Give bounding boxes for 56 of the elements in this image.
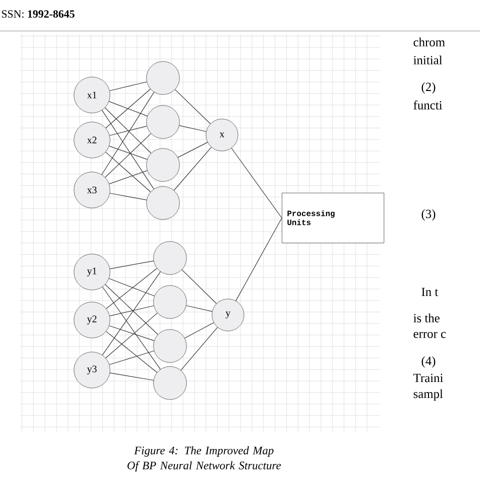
body-text: functi <box>414 100 442 110</box>
body-text: (3) <box>422 209 436 221</box>
connection-line <box>174 89 211 124</box>
connection-line <box>236 218 282 302</box>
body-text: initial <box>413 56 442 64</box>
neuron-circle <box>146 148 180 182</box>
processing-box: Processing Units <box>282 192 384 244</box>
connection-line <box>186 305 212 312</box>
body-text: error c <box>414 332 446 338</box>
neuron-circle <box>146 61 180 95</box>
connection-line <box>109 350 154 365</box>
connection-line <box>109 305 154 316</box>
connection-line <box>105 312 158 358</box>
connection-line <box>105 88 151 128</box>
connection-line <box>108 325 154 341</box>
connection-line <box>179 125 206 132</box>
connection-line <box>110 192 147 200</box>
body-text: chrom <box>414 38 445 46</box>
connection-line <box>108 170 148 184</box>
connection-line <box>180 327 218 371</box>
connection-line <box>182 269 217 304</box>
connection-line <box>101 92 154 175</box>
connection-line <box>104 284 158 335</box>
connection-line <box>102 110 154 190</box>
body-text: (2) <box>422 82 436 94</box>
connection-line <box>102 271 161 356</box>
connection-line <box>174 146 212 191</box>
body-text: (4) <box>422 356 436 368</box>
body-text: sampl <box>414 389 443 401</box>
connection-line <box>178 142 208 158</box>
neuron-circle <box>153 285 187 319</box>
figure-caption: Figure 4: The Improved Map Of BP Neural Network Structure <box>128 446 281 472</box>
connection-line <box>110 372 154 381</box>
connection-line <box>108 278 155 296</box>
connection-line <box>104 133 152 178</box>
header-text: SSN: 1992-8645 <box>2 10 74 18</box>
connection-line <box>102 286 161 370</box>
connection-line <box>108 101 148 116</box>
connection-line <box>109 126 148 136</box>
neuron-circle <box>153 366 187 400</box>
body-text: is the <box>413 314 440 322</box>
connection-line <box>184 322 214 338</box>
connection-line <box>231 148 282 218</box>
connection-line <box>106 331 158 373</box>
connection-line <box>110 260 154 270</box>
connection-line <box>106 268 158 309</box>
neuron-circle <box>153 241 187 275</box>
connection-line <box>104 107 152 154</box>
body-text: Traini <box>413 374 444 382</box>
neuron-circle <box>146 186 180 220</box>
neuron-circle <box>146 105 180 139</box>
connection-line <box>108 146 148 160</box>
connection-line <box>109 82 148 92</box>
neuron-circle <box>153 329 187 363</box>
body-text: In t <box>422 288 438 296</box>
connection-line <box>105 152 151 192</box>
